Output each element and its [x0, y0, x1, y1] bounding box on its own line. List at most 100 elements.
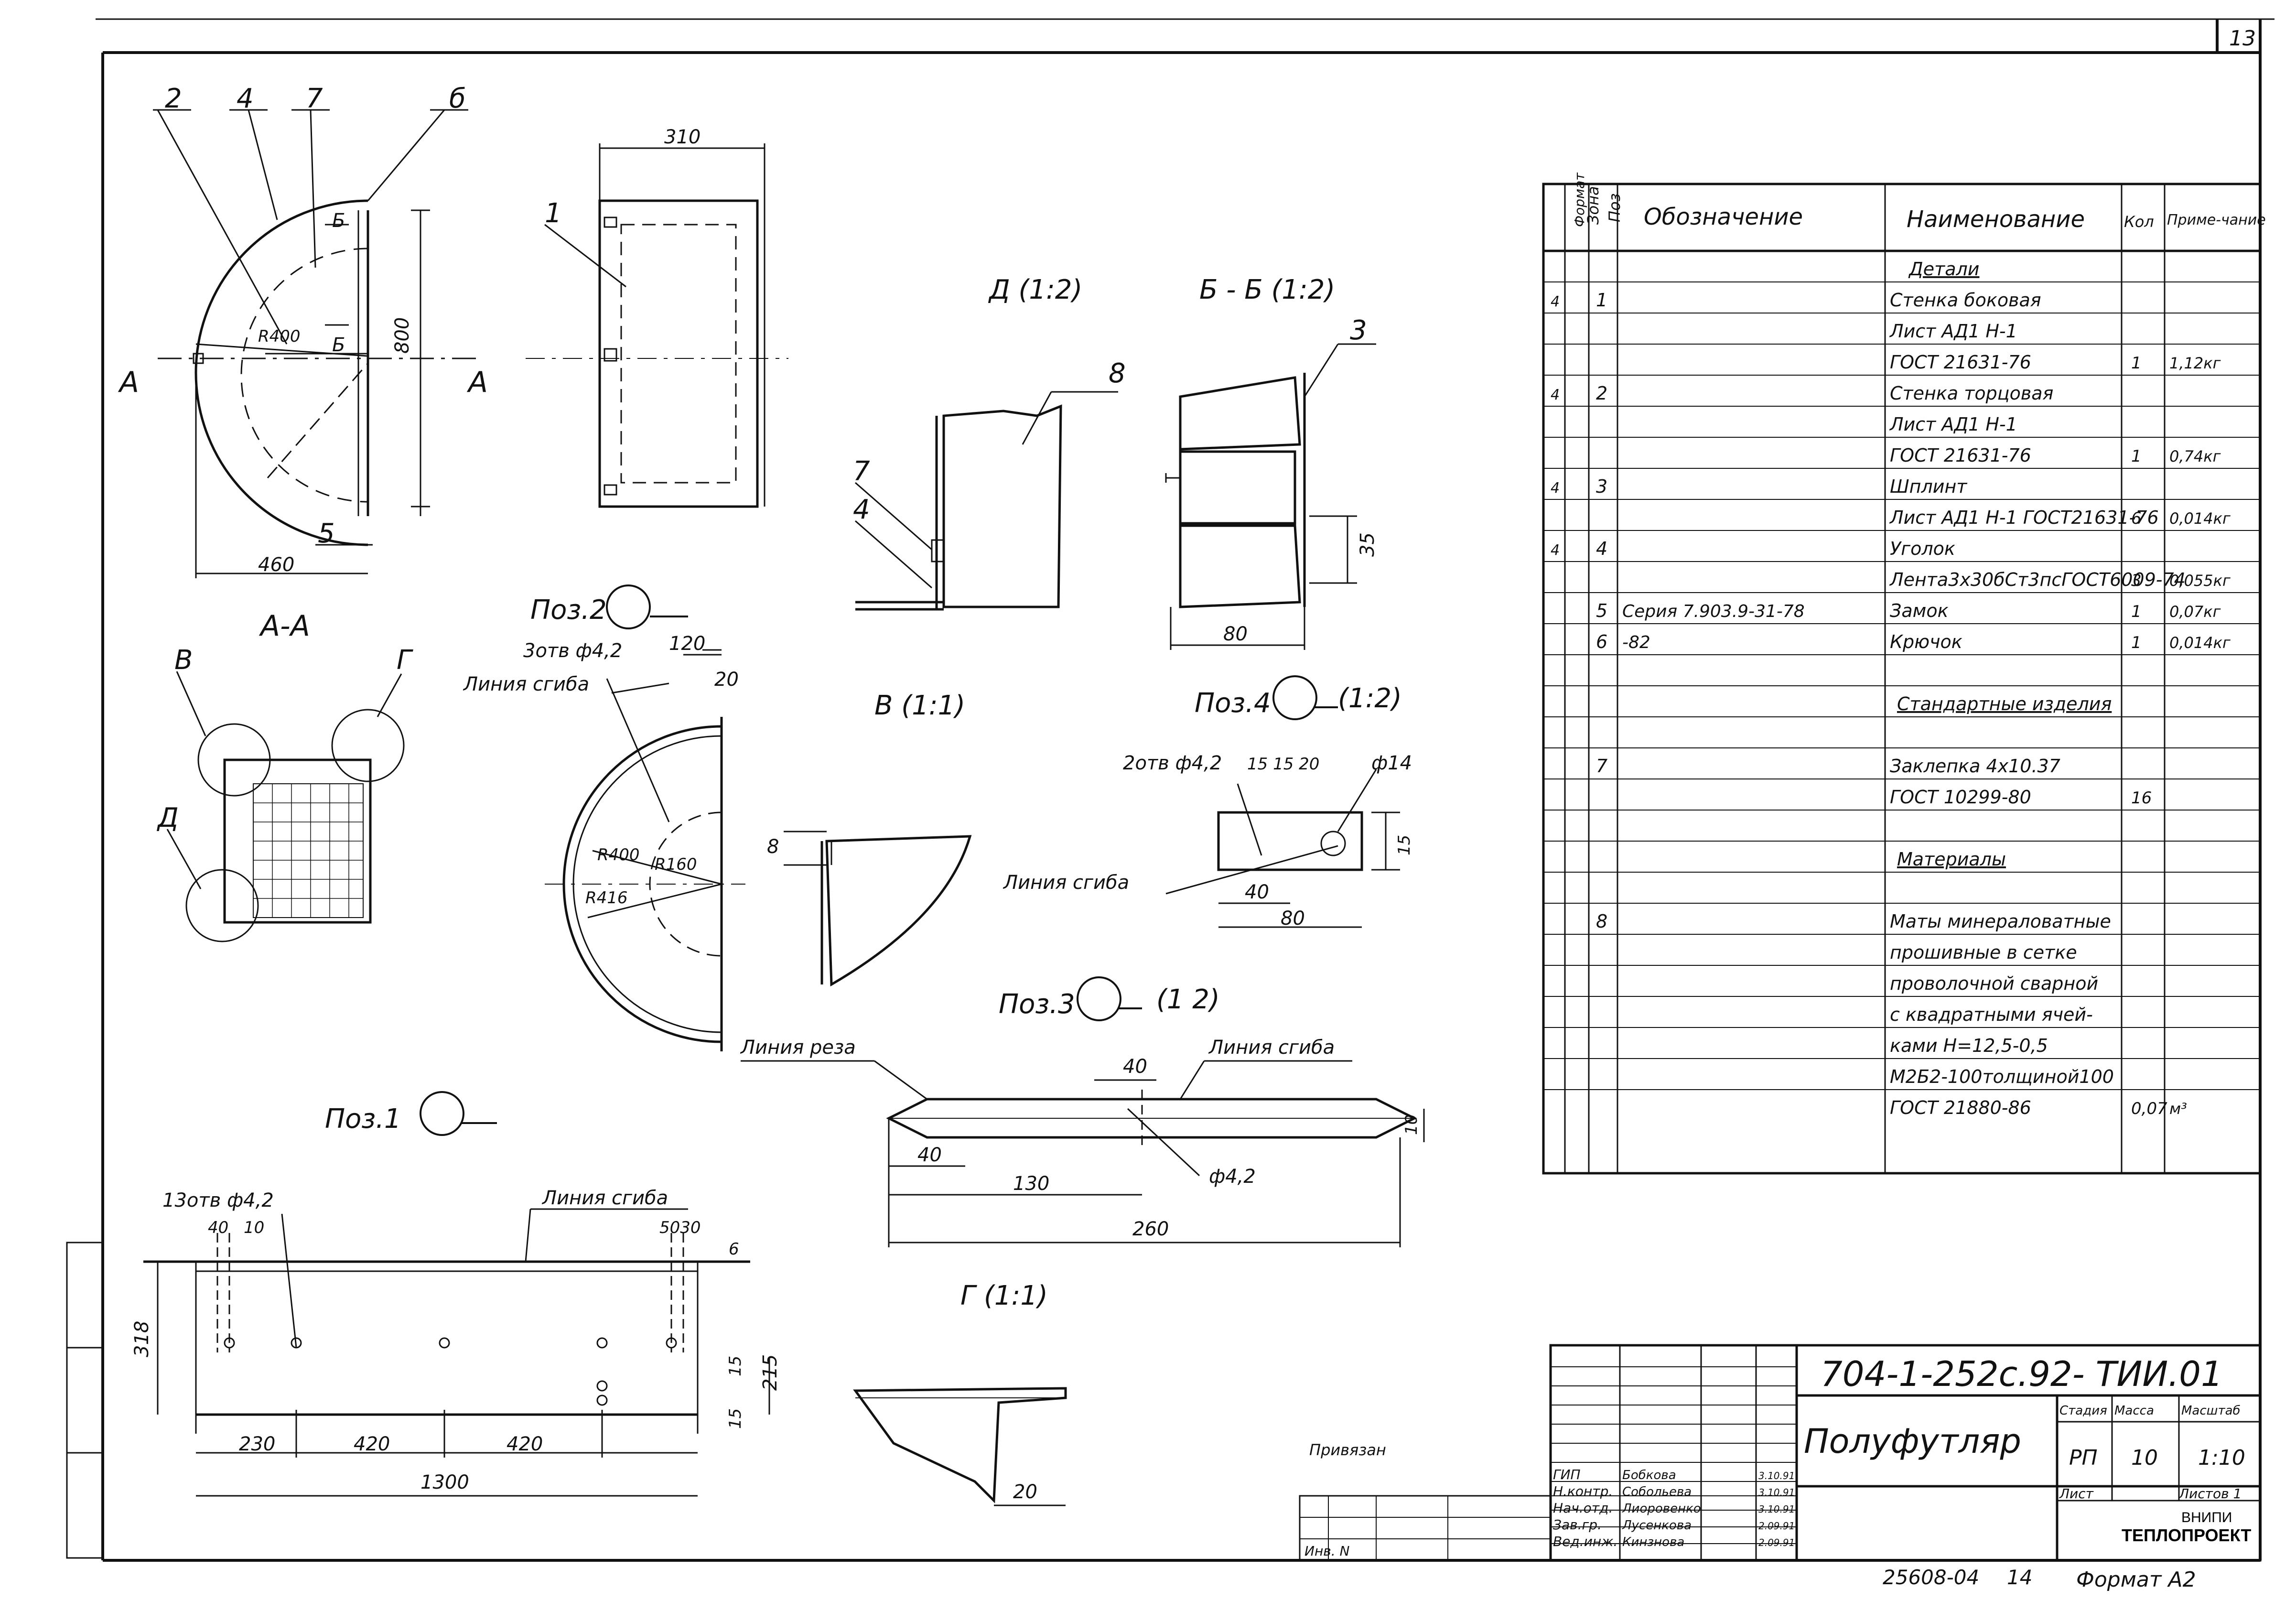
- leader-4: 4: [237, 83, 254, 114]
- signer-date: 3.10.91: [1758, 1503, 1795, 1515]
- spec-grid: [1542, 183, 2262, 1175]
- signer-role: Вед.инж.: [1553, 1534, 1617, 1549]
- view-v-dim-8: 8: [767, 836, 779, 858]
- org-line-2: ТЕПЛОПРОЕКТ: [2122, 1525, 2251, 1545]
- pos1-label-group: Поз.1: [325, 1091, 497, 1136]
- signer-role: ГИП: [1553, 1467, 1581, 1482]
- view-d-title: Д (1:2): [988, 274, 1082, 305]
- pos3-dim-40-top: 40: [1123, 1056, 1147, 1078]
- spec-cell-pos: 5: [1596, 600, 1607, 621]
- pos4-dims: 15 15 20: [1247, 755, 1319, 774]
- signer-role: Зав.гр.: [1553, 1517, 1602, 1533]
- dim-460: 460: [258, 554, 294, 576]
- label-g: Г: [397, 645, 413, 676]
- pos4-view: [1165, 769, 1400, 928]
- pos3-hole: ф4,2: [1209, 1166, 1256, 1188]
- pos1-view: [143, 1208, 770, 1497]
- pos3-label: Поз.3: [999, 989, 1075, 1020]
- pos3-dim-260: 260: [1132, 1218, 1169, 1240]
- spec-cell-name: Стенка боковая: [1890, 290, 2041, 311]
- view-d-leader-8: 8: [1109, 358, 1126, 389]
- spec-cell-note: 0,07кг: [2169, 603, 2221, 621]
- spec-cell-qty: 6: [2131, 509, 2142, 528]
- spec-cell-note: 0,74кг: [2169, 447, 2221, 465]
- spec-header-pos: Поз: [1606, 193, 1624, 222]
- spec-cell-qty: 1: [2131, 602, 2142, 621]
- spec-header-qty: Кол: [2124, 213, 2154, 231]
- label-a-right: А: [466, 366, 488, 399]
- signer-name: Лиоровенко: [1622, 1502, 1701, 1516]
- dim-r400: R400: [258, 327, 301, 346]
- pos4-label: Поз.4: [1195, 688, 1271, 719]
- pos1-dim-15b: 15: [726, 1408, 745, 1429]
- label-d: Д: [156, 802, 179, 833]
- spec-cell-note: 0,055кг: [2169, 572, 2231, 590]
- approved-label: Привязан: [1309, 1441, 1386, 1459]
- signer-date: 3.10.91: [1758, 1487, 1795, 1498]
- spec-header-note: Приме-чание: [2167, 212, 2266, 228]
- spec-cell-pos: 4: [1596, 538, 1607, 559]
- view-bb-dim-80: 80: [1223, 623, 1248, 645]
- pos2-r400: R400: [597, 845, 640, 865]
- view-v: [784, 831, 972, 987]
- pos3-dim-40: 40: [917, 1144, 942, 1166]
- signer-date: 2.09.91: [1758, 1537, 1795, 1548]
- side-dim-310: 310: [664, 126, 701, 148]
- main-view: [153, 109, 478, 578]
- signer-role: Н.контр.: [1553, 1483, 1613, 1499]
- view-g: [853, 1387, 1067, 1506]
- spec-cell-name: Замок: [1890, 600, 1949, 621]
- pos1-bend-line: Линия сгиба: [541, 1187, 668, 1209]
- format-label: Формат А2: [2076, 1568, 2196, 1592]
- pos4-label-group: Поз.4 (1:2): [1195, 675, 1402, 720]
- spec-cell-name: ками Н=12,5-0,5: [1890, 1035, 2048, 1056]
- section-aa: [166, 671, 405, 942]
- pos1-dim-420a: 420: [354, 1433, 390, 1455]
- pos4-dim-15: 15: [1395, 835, 1414, 855]
- spec-cell-name: Заклепка 4х10.37: [1890, 756, 2060, 777]
- pos3-label-group: Поз.3 (1 2): [999, 976, 1220, 1021]
- spec-cell-note: 0,014кг: [2169, 509, 2231, 528]
- leader-6: б: [449, 83, 466, 114]
- spec-cell-name: Лист АД1 Н-1: [1889, 321, 2017, 342]
- spec-cell-name: проволочной сварной: [1890, 973, 2098, 994]
- spec-cell-pos: 8: [1596, 911, 1607, 932]
- document-code: 704-1-252с.92- ТИИ.01: [1821, 1354, 2223, 1394]
- section-aa-title: А-А: [259, 609, 310, 643]
- spec-cell-qty: 3: [2131, 571, 2142, 590]
- spec-cell-name: Крючок: [1890, 631, 1962, 652]
- view-d: [855, 391, 1118, 611]
- pos2-view: [545, 649, 745, 1051]
- spec-cell-name: Материалы: [1897, 849, 2006, 870]
- spec-cell-des: Серия 7.903.9-31-78: [1622, 602, 1805, 621]
- pos1-label: Поз.1: [325, 1103, 401, 1135]
- pos2-r160: R160: [655, 855, 697, 874]
- spec-cell-pos: 2: [1596, 383, 1607, 404]
- spec-cell-pos: 3: [1596, 476, 1607, 497]
- sheet-label: Лист: [2059, 1486, 2094, 1502]
- pos1-dim-318: 318: [131, 1321, 153, 1357]
- spec-cell-note: м³: [2169, 1100, 2187, 1118]
- pos4-holes: 2отв ф4,2: [1123, 752, 1222, 774]
- pos2-label-group: Поз.2: [530, 584, 688, 629]
- pos4-dim-80: 80: [1281, 908, 1305, 930]
- side-leader-1: 1: [545, 198, 562, 229]
- spec-cell-fmt: 4: [1551, 293, 1560, 310]
- pos4-scale: (1:2): [1338, 683, 1402, 714]
- spec-cell-name: ГОСТ 10299-80: [1890, 787, 2031, 808]
- pos1-dim-215: 215: [759, 1354, 781, 1391]
- pos1-dim-40: 40: [208, 1218, 228, 1237]
- pos3-dim-130: 130: [1013, 1173, 1049, 1195]
- pos2-dim-120: 120: [669, 633, 705, 655]
- pos2-bend-line: Линия сгиба: [463, 673, 589, 695]
- leader-2: 2: [165, 83, 182, 114]
- leader-7: 7: [306, 83, 323, 114]
- view-bb-title: Б - Б (1:2): [1199, 274, 1335, 305]
- spec-cell-note: 1,12кг: [2169, 354, 2221, 372]
- pos1-dim-6: 6: [729, 1240, 739, 1259]
- title-block: [1299, 1344, 2262, 1562]
- dim-800: 800: [391, 317, 413, 354]
